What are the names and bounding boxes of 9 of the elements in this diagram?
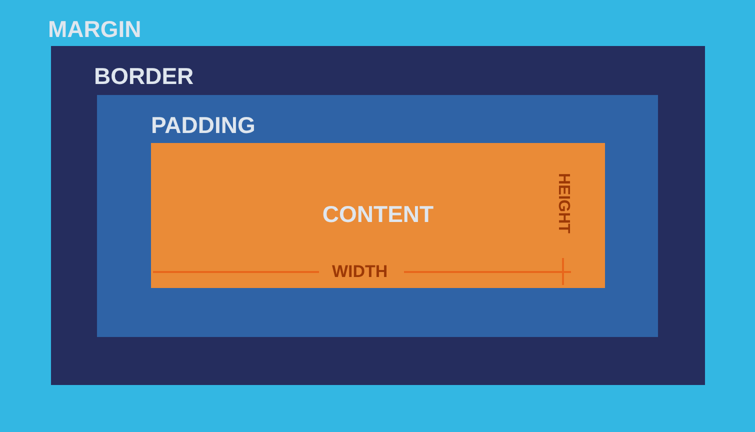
box-model-layer	[151, 143, 605, 288]
layer-title: PADDING	[151, 114, 256, 137]
layer-title: BORDER	[94, 65, 194, 88]
dimension-label: WIDTH	[332, 263, 388, 280]
layer-title: CONTENT	[322, 203, 434, 226]
box-model-layer	[97, 95, 658, 337]
layer-title: MARGIN	[48, 18, 142, 41]
box-model-layer	[51, 46, 705, 385]
dimension-label: HEIGHT	[555, 173, 571, 234]
